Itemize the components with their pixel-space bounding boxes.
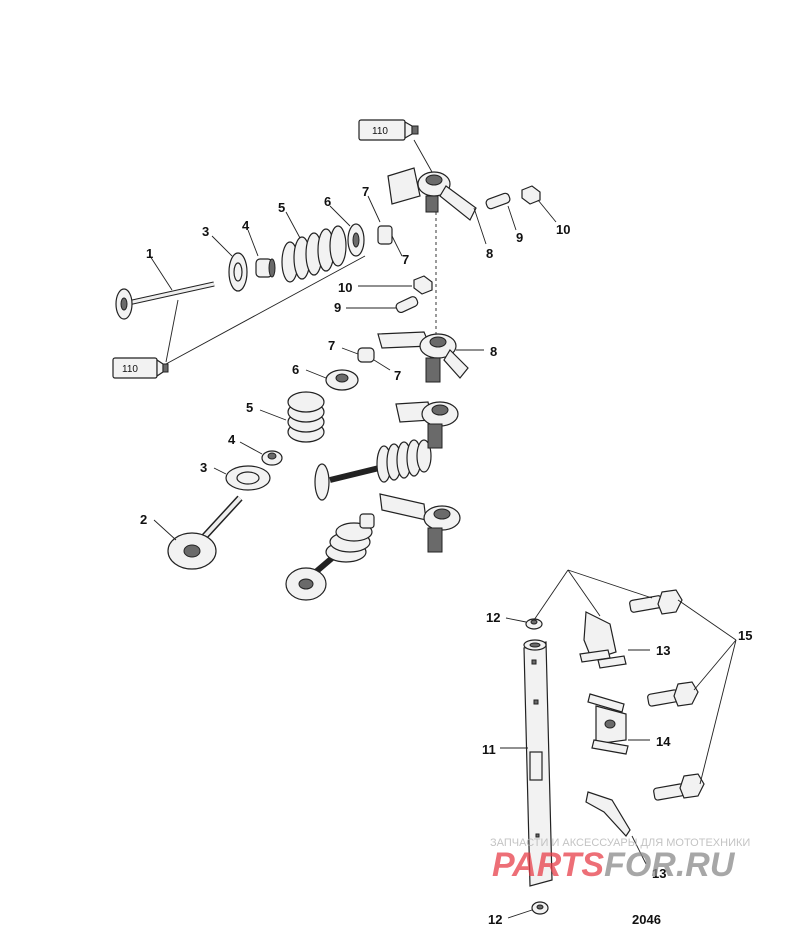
- valve-spring-washer: [228, 252, 248, 292]
- callout-2: 2: [140, 512, 147, 527]
- valve-spring: [281, 225, 347, 283]
- flange-bolt: [647, 681, 699, 707]
- callout-11: 11: [482, 742, 496, 757]
- rocker-arm-assembled-upper: [395, 401, 459, 449]
- assembled-valve-spring-set-upper: [314, 439, 432, 501]
- valve-stem-seal: [261, 450, 283, 466]
- callout-12: 12: [488, 912, 502, 927]
- rocker-arm-assembled-lower: [379, 493, 461, 553]
- callout-12: 12: [486, 610, 500, 625]
- callout-3: 3: [200, 460, 207, 475]
- valve-stem-seal: [255, 258, 276, 278]
- rocker-arm-middle: [377, 331, 469, 383]
- valve-spring-retainer: [347, 223, 365, 257]
- sealant-tube-label: 110: [372, 126, 388, 137]
- rocker-shaft: [523, 639, 553, 887]
- callout-14: 14: [656, 734, 671, 749]
- watermark-brand-part1: PARTS: [492, 846, 604, 884]
- callout-5: 5: [278, 200, 285, 215]
- intake-valve: [115, 281, 215, 320]
- watermark-brand-part2: FOR.RU: [604, 846, 736, 884]
- flange-bolt: [653, 773, 705, 801]
- callout-9: 9: [516, 230, 523, 245]
- callout-10: 10: [556, 222, 570, 237]
- valve-spring-washer: [225, 465, 271, 491]
- callout-3: 3: [202, 224, 209, 239]
- figure-number: 2046: [632, 912, 661, 927]
- adjusting-screw: [485, 192, 511, 210]
- shaft-bracket-lower: [585, 791, 631, 837]
- valve-spring-retainer: [325, 369, 359, 391]
- watermark-brand: PARTSFOR.RU: [492, 846, 736, 884]
- callout-9: 9: [334, 300, 341, 315]
- callout-1: 1: [146, 246, 153, 261]
- callout-13: 13: [656, 643, 670, 658]
- callout-6: 6: [292, 362, 299, 377]
- callout-8: 8: [490, 344, 497, 359]
- callout-4: 4: [242, 218, 250, 233]
- sealant-tube-left: 110: [112, 357, 169, 379]
- callout-7: 7: [402, 252, 409, 267]
- callout-10: 10: [338, 280, 352, 295]
- shaft-plug: [531, 901, 549, 915]
- callout-7: 7: [362, 184, 369, 199]
- assembled-valve-spring-set-lower: [285, 513, 375, 601]
- shaft-bracket-upper: [579, 611, 627, 669]
- shaft-bracket-middle: [587, 693, 629, 755]
- rocker-arm-upper: [387, 167, 477, 221]
- callout-6: 6: [324, 194, 331, 209]
- valve-spring: [287, 391, 325, 443]
- callout-13: 13: [652, 866, 666, 881]
- valve-keeper: [377, 225, 393, 245]
- lock-nut: [521, 185, 541, 205]
- sealant-tube-label: 110: [122, 364, 138, 375]
- callout-5: 5: [246, 400, 253, 415]
- callout-4: 4: [228, 432, 236, 447]
- sealant-tube-top: 110: [358, 119, 419, 141]
- adjusting-screw: [395, 296, 419, 314]
- callout-7: 7: [394, 368, 401, 383]
- callout-15: 15: [738, 628, 752, 643]
- shaft-plug: [525, 618, 543, 630]
- flange-bolt: [629, 589, 683, 615]
- valve-keeper: [357, 347, 375, 363]
- callout-7: 7: [328, 338, 335, 353]
- lock-nut: [413, 275, 433, 295]
- callout-8: 8: [486, 246, 493, 261]
- watermark: ЗАПЧАСТИ И АКСЕССУАРЫ ДЛЯ МОТОТЕХНИКИ PA…: [490, 837, 750, 884]
- watermark-tagline: ЗАПЧАСТИ И АКСЕССУАРЫ ДЛЯ МОТОТЕХНИКИ: [490, 837, 750, 849]
- exhaust-valve: [167, 495, 243, 570]
